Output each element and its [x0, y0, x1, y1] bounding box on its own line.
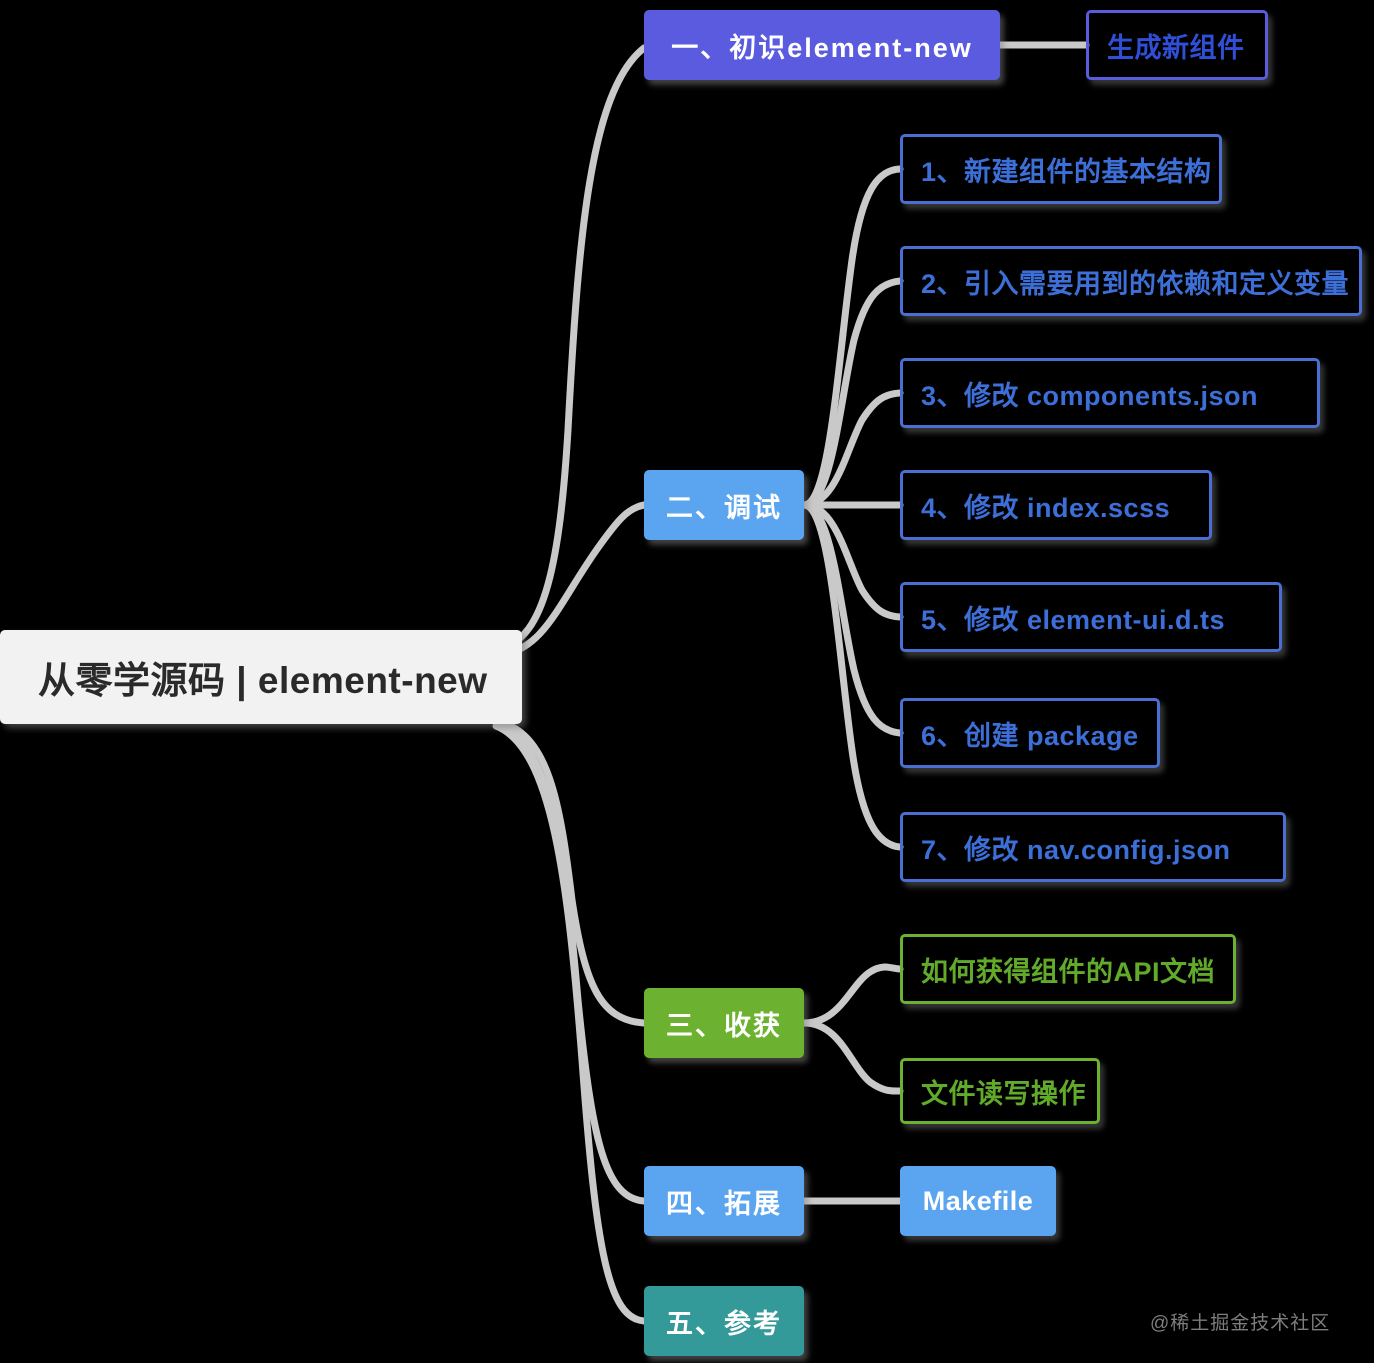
leaf-node-1-1[interactable]: 生成新组件 [1086, 10, 1268, 80]
branch-node-2-label: 二、调试 [666, 492, 782, 523]
branch-node-2[interactable]: 二、调试 [644, 470, 804, 540]
branch-node-4[interactable]: 四、拓展 [644, 1166, 804, 1236]
link-branch-2-child-2 [800, 277, 904, 509]
root-node[interactable]: 从零学源码 | element-new [0, 630, 522, 724]
leaf-node-1-1-label: 生成新组件 [1107, 32, 1245, 63]
branch-node-3-label: 三、收获 [666, 1010, 782, 1041]
leaf-node-2-3-label: 3、修改 components.json [921, 380, 1259, 411]
link-branch-2-child-3 [800, 389, 904, 509]
leaf-node-2-5-label: 5、修改 element-ui.d.ts [921, 604, 1226, 635]
leaf-node-2-7-label: 7、修改 nav.config.json [921, 834, 1231, 865]
link-branch-2-child-5 [800, 501, 904, 621]
link-branch-3-child-2 [800, 1019, 904, 1095]
link-root-to-branch-3 [496, 718, 648, 1027]
branch-node-4-label: 四、拓展 [666, 1188, 782, 1219]
root-node-label: 从零学源码 | element-new [38, 660, 488, 701]
leaf-node-2-1-label: 1、新建组件的基本结构 [921, 156, 1212, 187]
leaf-node-3-2-label: 文件读写操作 [921, 1078, 1086, 1109]
link-branch-2-child-7 [800, 501, 904, 851]
leaf-node-3-2[interactable]: 文件读写操作 [900, 1058, 1100, 1124]
leaf-node-2-4-label: 4、修改 index.scss [921, 492, 1171, 523]
branch-node-5[interactable]: 五、参考 [644, 1286, 804, 1356]
branch-node-1-label: 一、初识element-new [671, 32, 973, 63]
leaf-node-4-1-label: Makefile [922, 1185, 1034, 1216]
branch-node-1[interactable]: 一、初识element-new [644, 10, 1000, 80]
branch-node-5-label: 五、参考 [666, 1308, 782, 1339]
leaf-node-2-3[interactable]: 3、修改 components.json [900, 358, 1320, 428]
link-root-to-branch-5 [492, 722, 648, 1325]
leaf-node-2-2[interactable]: 2、引入需要用到的依赖和定义变量 [900, 246, 1362, 316]
link-root-to-branch-1 [496, 44, 648, 652]
link-branch-2-child-1 [800, 165, 904, 509]
leaf-node-2-7[interactable]: 7、修改 nav.config.json [900, 812, 1286, 882]
leaf-node-2-5[interactable]: 5、修改 element-ui.d.ts [900, 582, 1282, 652]
leaf-node-2-6-label: 6、创建 package [921, 720, 1139, 751]
leaf-node-3-1[interactable]: 如何获得组件的API文档 [900, 934, 1236, 1004]
leaf-node-2-6[interactable]: 6、创建 package [900, 698, 1160, 768]
leaf-node-2-2-label: 2、引入需要用到的依赖和定义变量 [921, 268, 1350, 299]
leaf-node-2-1[interactable]: 1、新建组件的基本结构 [900, 134, 1222, 204]
leaf-node-3-1-label: 如何获得组件的API文档 [921, 956, 1216, 987]
link-branch-2-child-6 [800, 501, 904, 737]
leaf-node-4-1[interactable]: Makefile [900, 1166, 1056, 1236]
branch-node-3[interactable]: 三、收获 [644, 988, 804, 1058]
watermark: @稀土掘金技术社区 [1150, 1313, 1331, 1334]
leaf-node-2-4[interactable]: 4、修改 index.scss [900, 470, 1212, 540]
link-root-to-branch-4 [494, 720, 648, 1205]
link-branch-3-child-1 [800, 963, 904, 1027]
